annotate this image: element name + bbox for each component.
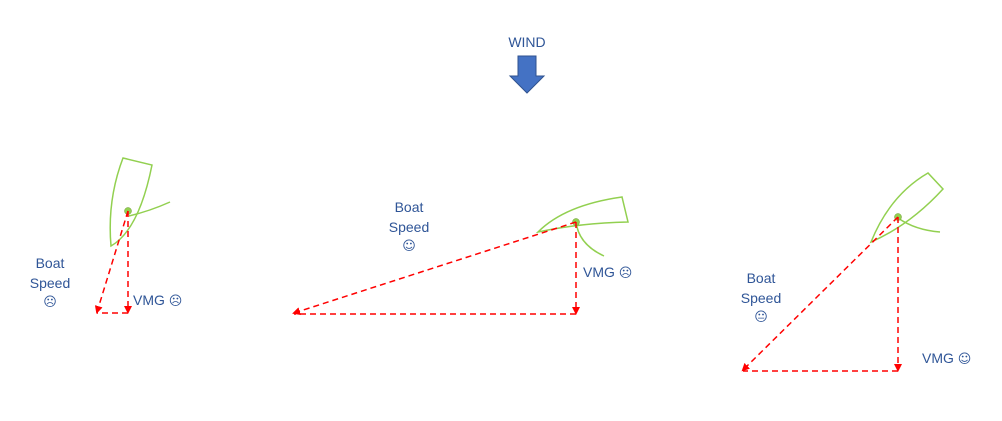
scenario-1-vmg-label: VMG ☹ xyxy=(133,292,183,309)
scenario-3-vmg-label: VMG ☺ xyxy=(922,350,972,367)
boat-hull xyxy=(535,196,629,234)
boat-speed-vector xyxy=(741,216,899,372)
boat-sail xyxy=(575,220,605,257)
scenario-2-boat-speed-label: Boat Speed ☺ xyxy=(379,197,439,257)
scenario-1-boat-speed-label: Boat Speed ☹ xyxy=(20,253,80,313)
boat-speed-vector xyxy=(94,210,129,314)
smile-face-icon: ☺ xyxy=(402,239,416,254)
neutral-face-icon: 😐 xyxy=(754,310,768,325)
scenario-1-boat xyxy=(109,157,171,248)
boat-hull xyxy=(869,172,945,244)
frown-face-icon: ☹ xyxy=(43,295,57,310)
smile-face-icon: ☺ xyxy=(957,352,972,367)
frown-face-icon: ☹ xyxy=(618,266,633,281)
wind-arrow-icon xyxy=(508,55,546,94)
scenario-3-boat xyxy=(869,172,945,244)
scenario-2-vmg-label: VMG ☹ xyxy=(583,264,633,281)
scenario-3-boat-speed-label: Boat Speed 😐 xyxy=(731,268,791,328)
boat-sail xyxy=(128,201,171,217)
wind-label: WIND xyxy=(508,34,546,50)
boat-sail xyxy=(897,217,941,233)
frown-face-icon: ☹ xyxy=(168,294,183,309)
scenario-2-boat xyxy=(535,196,629,257)
boat-hull xyxy=(109,157,153,248)
